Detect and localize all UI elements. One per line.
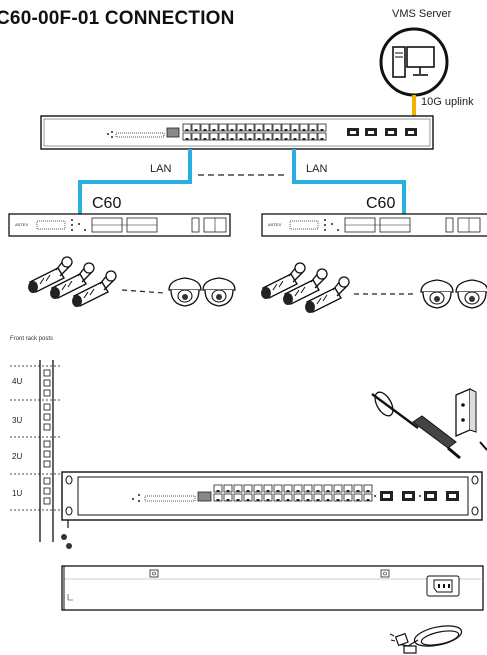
lan-label-left: LAN	[150, 163, 172, 175]
core-switch-icon	[40, 115, 434, 150]
rack-unit-label-2u: 2U	[12, 452, 23, 461]
vms-server-label: VMS Server	[392, 8, 452, 20]
lan-cables	[78, 149, 406, 214]
bullet-cameras-left	[27, 256, 117, 308]
rack-posts	[10, 360, 62, 542]
c60-switch-left: ASTEX	[8, 213, 231, 237]
svg-text:ASTEX: ASTEX	[267, 222, 281, 227]
rack-unit-label-1u: 1U	[12, 489, 23, 498]
c60-label-right: C60	[366, 195, 396, 212]
screwdriver-icon	[371, 391, 461, 460]
power-cord-icon	[389, 625, 463, 654]
diagram-title: C60-00F-01 CONNECTION	[0, 8, 235, 29]
vms-server-icon	[379, 27, 449, 97]
rack-caption: Front rack posts	[10, 336, 54, 342]
screw-icon-right	[479, 441, 487, 451]
switch-rear-panel	[61, 565, 484, 611]
mounting-bracket-icon	[455, 388, 477, 437]
dome-cameras-left	[168, 277, 236, 307]
uplink-label: 10G uplink	[421, 96, 474, 108]
bullet-cameras-right	[260, 262, 350, 314]
rack-unit-label-4u: 4U	[12, 377, 23, 386]
switch-front-panel	[61, 471, 483, 521]
lan-label-right: LAN	[306, 163, 328, 175]
rack-unit-label-3u: 3U	[12, 416, 23, 425]
dome-cameras-right	[420, 279, 487, 309]
c60-switch-right: ASTEX	[261, 213, 487, 237]
svg-text:ASTEX: ASTEX	[14, 222, 28, 227]
c60-label-left: C60	[92, 195, 122, 212]
